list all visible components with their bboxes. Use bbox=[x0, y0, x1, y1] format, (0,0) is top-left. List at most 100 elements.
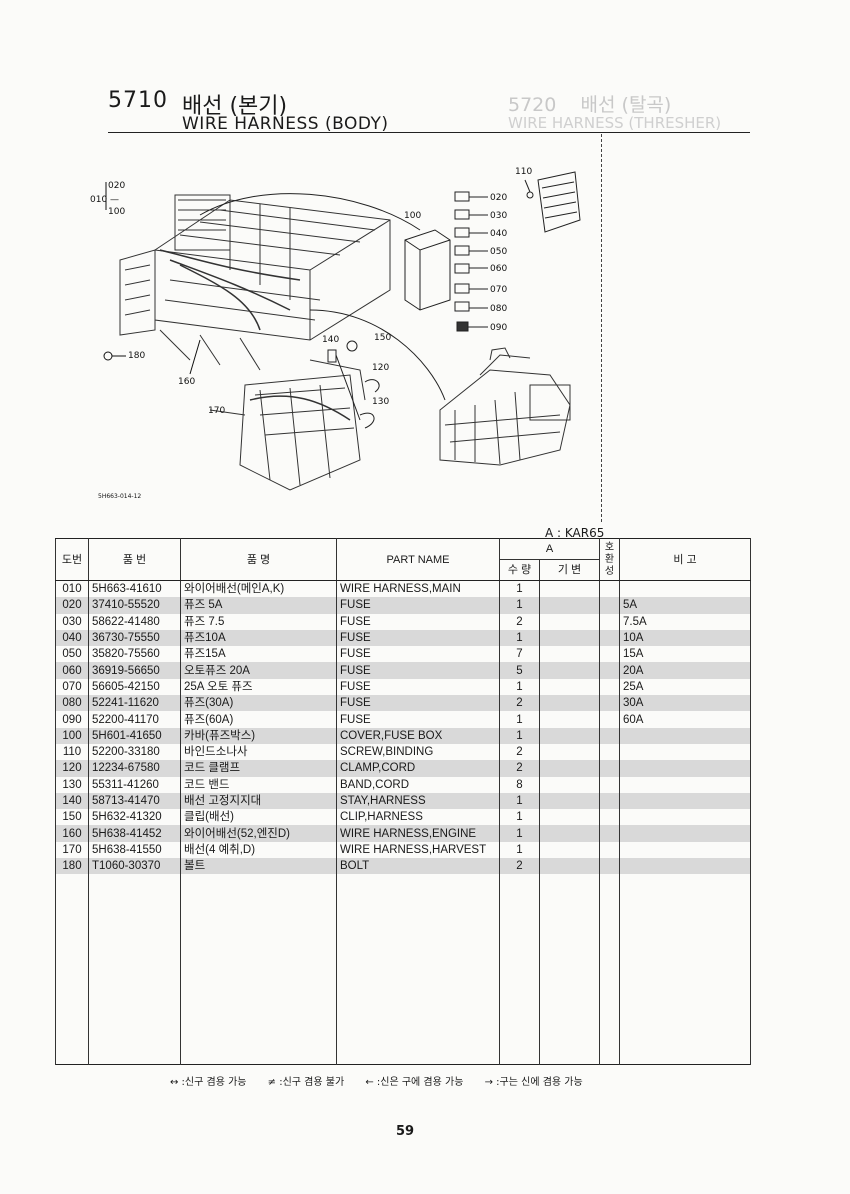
row-name-ko: 25A 오토 퓨즈 bbox=[180, 678, 337, 696]
row-base bbox=[539, 809, 600, 826]
page-fold-line bbox=[601, 134, 602, 522]
row-ref: 030 bbox=[55, 613, 89, 630]
row-name-ko: 퓨즈15A bbox=[180, 646, 337, 663]
callout-050: 050 bbox=[490, 247, 507, 257]
row-interchange bbox=[599, 760, 620, 777]
row-qty: 1 bbox=[499, 711, 540, 728]
row-remark: 5A bbox=[619, 597, 751, 614]
row-part-no: T1060-30370 bbox=[88, 858, 181, 875]
row-remark bbox=[619, 760, 751, 777]
row-qty: 1 bbox=[499, 792, 540, 810]
row-base bbox=[539, 662, 600, 679]
fuse-drawings bbox=[454, 191, 488, 332]
row-name-ko: 퓨즈10A bbox=[180, 629, 337, 647]
row-ref: 040 bbox=[55, 629, 89, 647]
row-base bbox=[539, 776, 600, 793]
ghost-title-ko: 배선 (탈곡) bbox=[580, 94, 672, 116]
row-base bbox=[539, 825, 600, 842]
row-qty: 1 bbox=[499, 597, 540, 614]
row-ref: 140 bbox=[55, 792, 89, 810]
row-name-en: FUSE bbox=[336, 711, 500, 728]
row-qty: 1 bbox=[499, 809, 540, 826]
callout-100: 100 bbox=[404, 211, 421, 221]
fuse-holder-drawing bbox=[524, 171, 581, 233]
row-part-no: 5H601-41650 bbox=[88, 727, 181, 744]
row-qty: 1 bbox=[499, 825, 540, 842]
row-part-no: 56605-42150 bbox=[88, 678, 181, 696]
row-ref: 180 bbox=[55, 858, 89, 875]
row-name-en: FUSE bbox=[336, 695, 500, 712]
row-base bbox=[539, 858, 600, 875]
row-part-no: 55311-41260 bbox=[88, 776, 181, 793]
row-qty: 5 bbox=[499, 662, 540, 679]
row-remark bbox=[619, 727, 751, 744]
callout-160: 160 bbox=[178, 377, 195, 387]
row-remark: 30A bbox=[619, 695, 751, 712]
col-interchange: 호 환 성 bbox=[599, 538, 620, 581]
exploded-parts-diagram: 020 010 — 100 110 100 020 030 040 050 06… bbox=[60, 160, 600, 524]
legend-new-to-old: ← :신은 구에 겸용 가능 bbox=[365, 1077, 464, 1088]
row-interchange bbox=[599, 597, 620, 614]
row-remark: 7.5A bbox=[619, 613, 751, 630]
row-ref: 120 bbox=[55, 760, 89, 777]
row-interchange bbox=[599, 580, 620, 598]
row-interchange bbox=[599, 678, 620, 696]
row-interchange bbox=[599, 662, 620, 679]
row-ref: 170 bbox=[55, 841, 89, 859]
row-part-no: 36919-56650 bbox=[88, 662, 181, 679]
callout-040: 040 bbox=[490, 229, 507, 239]
callout-080: 080 bbox=[490, 304, 507, 314]
callout-070: 070 bbox=[490, 285, 507, 295]
harvester-section-drawing bbox=[209, 359, 366, 491]
interchange-legend: ↔ :신구 겸용 가능 ≠ :신구 겸용 불가 ← :신은 구에 겸용 가능 →… bbox=[170, 1073, 601, 1088]
row-name-en: STAY,HARNESS bbox=[336, 792, 500, 810]
col-base: 기 변 bbox=[539, 559, 600, 581]
row-qty: 8 bbox=[499, 776, 540, 793]
col-ref: 도번 bbox=[55, 538, 89, 581]
row-name-en: CLIP,HARNESS bbox=[336, 809, 500, 826]
col-remarks: 비 고 bbox=[619, 538, 751, 581]
row-ref: 160 bbox=[55, 825, 89, 842]
col-name-ko: 품 명 bbox=[180, 538, 337, 581]
row-part-no: 52200-33180 bbox=[88, 743, 181, 761]
row-name-en: FUSE bbox=[336, 678, 500, 696]
section-code: 5710 bbox=[108, 88, 168, 113]
row-remark bbox=[619, 580, 751, 598]
row-qty: 2 bbox=[499, 858, 540, 875]
row-name-en: WIRE HARNESS,HARVEST bbox=[336, 841, 500, 859]
row-ref: 100 bbox=[55, 727, 89, 744]
callout-140: 140 bbox=[322, 335, 339, 345]
callout-130: 130 bbox=[372, 397, 389, 407]
row-part-no: 36730-75550 bbox=[88, 629, 181, 647]
row-ref: 070 bbox=[55, 678, 89, 696]
row-part-no: 5H632-41320 bbox=[88, 809, 181, 826]
row-ref: 110 bbox=[55, 743, 89, 761]
row-part-no: 12234-67580 bbox=[88, 760, 181, 777]
row-qty: 2 bbox=[499, 695, 540, 712]
row-remark bbox=[619, 743, 751, 761]
figure-code: 5H663-014-12 bbox=[98, 493, 141, 500]
row-name-ko: 배선(4 예취,D) bbox=[180, 841, 337, 859]
row-interchange bbox=[599, 727, 620, 744]
callout-030: 030 bbox=[490, 211, 507, 221]
row-part-no: 52200-41170 bbox=[88, 711, 181, 728]
row-part-no: 58713-41470 bbox=[88, 792, 181, 810]
row-part-no: 37410-55520 bbox=[88, 597, 181, 614]
row-name-ko: 바인드소나사 bbox=[180, 743, 337, 761]
row-name-ko: 오토퓨즈 20A bbox=[180, 662, 337, 679]
section-title-en: WIRE HARNESS (BODY) bbox=[182, 114, 389, 134]
row-name-ko: 퓨즈(60A) bbox=[180, 711, 337, 728]
row-remark bbox=[619, 809, 751, 826]
callout-170: 170 bbox=[208, 406, 225, 416]
row-base bbox=[539, 597, 600, 614]
model-legend: A : KAR65 bbox=[545, 526, 605, 540]
